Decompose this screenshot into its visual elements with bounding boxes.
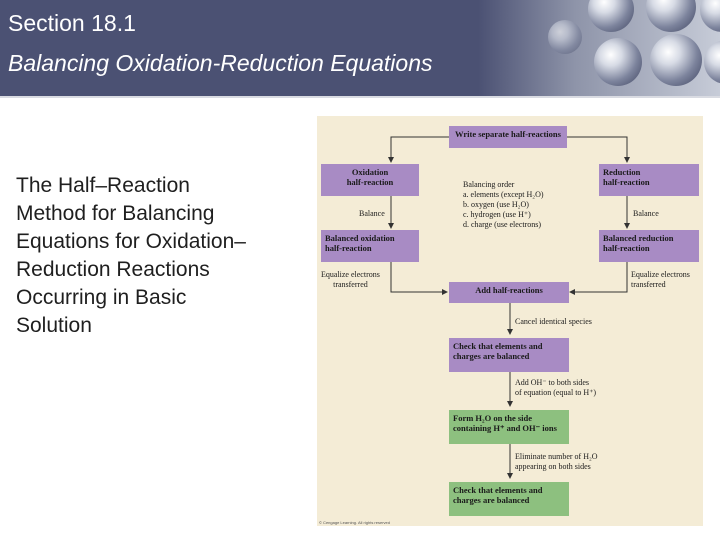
reduction-half-reaction-box: Reduction half-reaction [599,164,699,196]
add-oh-note: Add OH⁻ to both sides of equation (equal… [515,378,596,398]
eliminate-line: appearing on both sides [515,462,591,471]
cancel-identical-species-label: Cancel identical species [515,317,592,327]
body-line: Solution [16,314,92,337]
oxidation-label-line: Oxidation [351,167,389,177]
add-half-reactions-label: Add half-reactions [475,285,543,295]
cancel-text: Cancel identical species [515,317,592,326]
equalize-right-line: transferred [631,280,666,289]
balanced-reduction-line: Balanced reduction [603,233,674,243]
equalize-left-label: Equalize electrons transferred [321,270,380,290]
decorative-spheres-banner [478,0,720,96]
balance-left-text: Balance [359,209,385,218]
equalize-right-label: Equalize electrons transferred [631,270,690,290]
form-h2o-box: Form H₂O on the side containing H⁺ and O… [449,410,569,444]
slide-body-text: The Half–Reaction Method for Balancing E… [16,172,306,340]
balancing-order-line: a. elements (except H₂O) [463,190,544,199]
slide-subtitle: Balancing Oxidation-Reduction Equations [8,50,433,76]
half-reaction-flowchart: Write separate half-reactions Oxidation … [317,116,703,526]
flowchart-arrows [388,136,630,479]
add-oh-line: Add OH⁻ to both sides [515,378,589,387]
reduction-label-line: half-reaction [603,177,650,187]
balancing-order-line: c. hydrogen (use H⁺) [463,210,531,219]
eliminate-h2o-note: Eliminate number of H₂O appearing on bot… [515,452,598,472]
section-title: Section 18.1 [8,10,136,36]
title-bar: Section 18.1 Balancing Oxidation-Reducti… [0,0,478,96]
oxidation-half-reaction-box: Oxidation half-reaction [321,164,419,196]
balanced-oxidation-line: half-reaction [325,243,372,253]
oxidation-label-line: half-reaction [346,177,394,187]
equalize-left-line: Equalize electrons [321,270,380,279]
body-line: Method for Balancing [16,202,215,225]
balancing-order-line: d. charge (use electrons) [463,220,542,229]
body-line: The Half–Reaction [16,174,190,197]
body-line: Reduction Reactions [16,258,210,281]
check-balanced-box-2: Check that elements and charges are bala… [449,482,569,516]
balance-right-text: Balance [633,209,659,218]
add-half-reactions-box: Add half-reactions [449,282,569,303]
check2-line: charges are balanced [453,495,530,505]
body-line: Equations for Oxidation– [16,230,246,253]
balancing-order-note: Balancing order a. elements (except H₂O)… [463,180,544,230]
equalize-right-line: Equalize electrons [631,270,690,279]
equalize-left-line: transferred [333,280,368,289]
check1-line: Check that elements and [453,341,543,351]
reduction-label-line: Reduction [603,167,641,177]
form-h2o-line: Form H₂O on the side [453,413,533,423]
balancing-order-line: b. oxygen (use H₂O) [463,200,529,209]
copyright-credit: © Cengage Learning. All rights reserved [319,520,390,525]
balance-right-label: Balance [633,209,659,219]
check2-line: Check that elements and [453,485,543,495]
balanced-oxidation-line: Balanced oxidation [325,233,395,243]
balance-left-label: Balance [359,209,385,219]
write-half-reactions-box: Write separate half-reactions [449,126,567,148]
balanced-reduction-box: Balanced reduction half-reaction [599,230,699,262]
balanced-reduction-line: half-reaction [603,243,650,253]
eliminate-line: Eliminate number of H₂O [515,452,598,461]
balancing-order-line: Balancing order [463,180,515,189]
balanced-oxidation-box: Balanced oxidation half-reaction [321,230,419,262]
check-balanced-box-1: Check that elements and charges are bala… [449,338,569,372]
write-half-reactions-label: Write separate half-reactions [455,129,561,139]
header-divider [0,96,720,98]
body-line: Occurring in Basic [16,286,187,309]
form-h2o-line: containing H⁺ and OH⁻ ions [453,423,557,433]
add-oh-line: of equation (equal to H⁺) [515,388,597,397]
check1-line: charges are balanced [453,351,530,361]
